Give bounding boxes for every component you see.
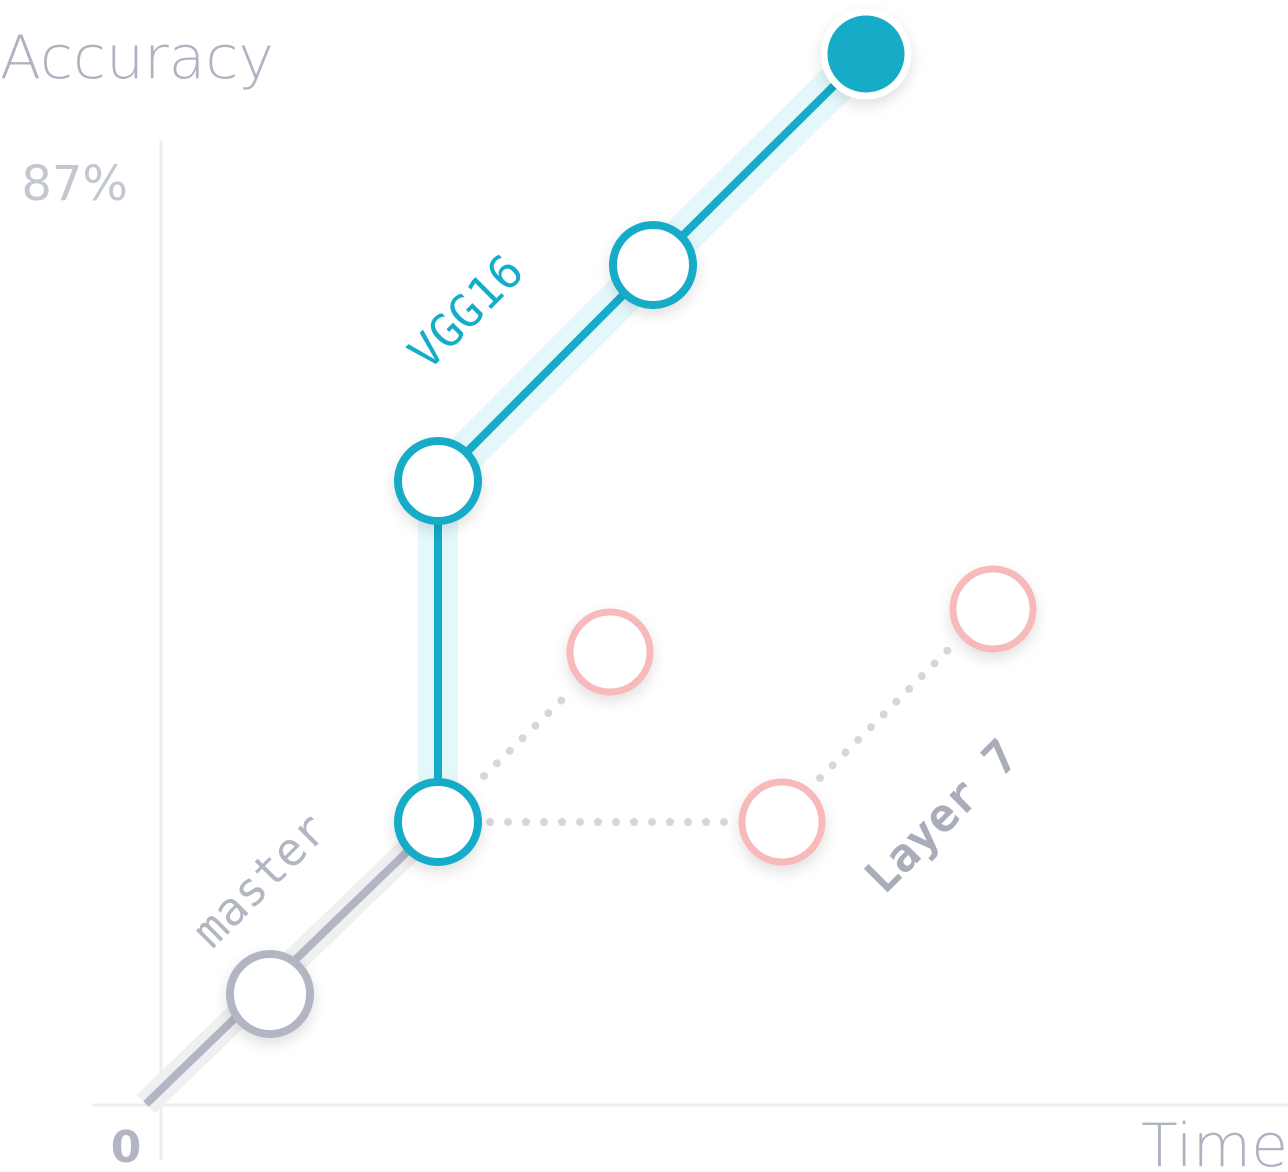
commit-node-branch-point[interactable] xyxy=(394,778,482,866)
y-axis-title: Accuracy xyxy=(0,23,274,93)
vgg16-line xyxy=(434,51,869,822)
vgg16-halo xyxy=(418,39,881,822)
commit-node-layer7-3[interactable] xyxy=(949,565,1037,653)
x-axis-title: Time xyxy=(1141,1111,1288,1172)
commit-node-layer7-1[interactable] xyxy=(566,608,654,696)
commit-node-vgg16-2[interactable] xyxy=(609,221,697,309)
branch-label-layer7: Layer 7 xyxy=(854,729,1029,904)
y-tick-top: 87% xyxy=(21,156,128,212)
layer7-link-c xyxy=(816,644,954,782)
branch-label-vgg16: VGG16 xyxy=(398,244,534,380)
commit-node-vgg16-head[interactable] xyxy=(820,8,912,100)
commit-node-master[interactable] xyxy=(226,950,314,1038)
commit-node-layer7-2[interactable] xyxy=(738,778,826,866)
commit-node-vgg16-1[interactable] xyxy=(394,437,482,525)
origin-tick: 0 xyxy=(111,1122,142,1172)
layer7-link-a xyxy=(480,686,576,780)
